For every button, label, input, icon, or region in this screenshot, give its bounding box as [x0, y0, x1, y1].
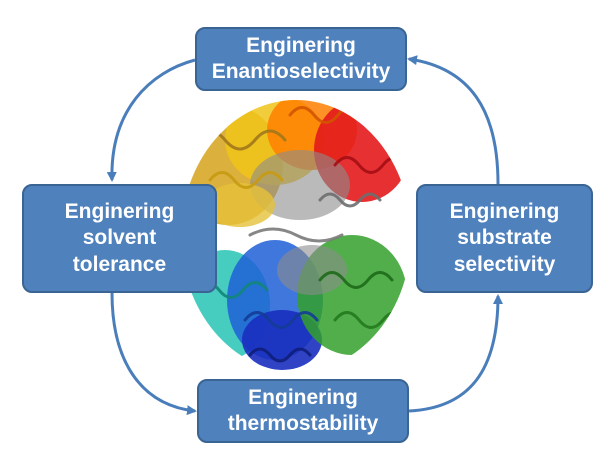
arrow-right-to-top: [407, 55, 500, 185]
arrow-left-to-bottom: [110, 292, 197, 416]
node-engineering-substrate-selectivity: Enginering substrate selectivity: [416, 184, 593, 293]
node-engineering-thermostability: Enginering thermostability: [197, 379, 409, 443]
node-label-line: Enginering: [246, 33, 356, 57]
node-engineering-solvent-tolerance: Enginering solvent tolerance: [22, 184, 217, 293]
node-label-line: Enginering: [248, 385, 358, 409]
arrow-bottom-to-right: [408, 294, 503, 413]
node-label-line: thermostability: [227, 412, 379, 435]
node-label-line: Enantioselectivity: [211, 60, 391, 83]
node-engineering-enantioselectivity: Enginering Enantioselectivity: [195, 27, 407, 91]
node-label-line: solvent: [82, 226, 157, 250]
arrow-top-to-left: [106, 58, 196, 182]
node-label-line: Enginering: [64, 200, 175, 224]
node-label-line: Enginering: [449, 200, 560, 224]
node-label-line: selectivity: [453, 252, 556, 276]
node-label-line: substrate: [457, 226, 552, 250]
node-label-line: tolerance: [72, 252, 167, 276]
